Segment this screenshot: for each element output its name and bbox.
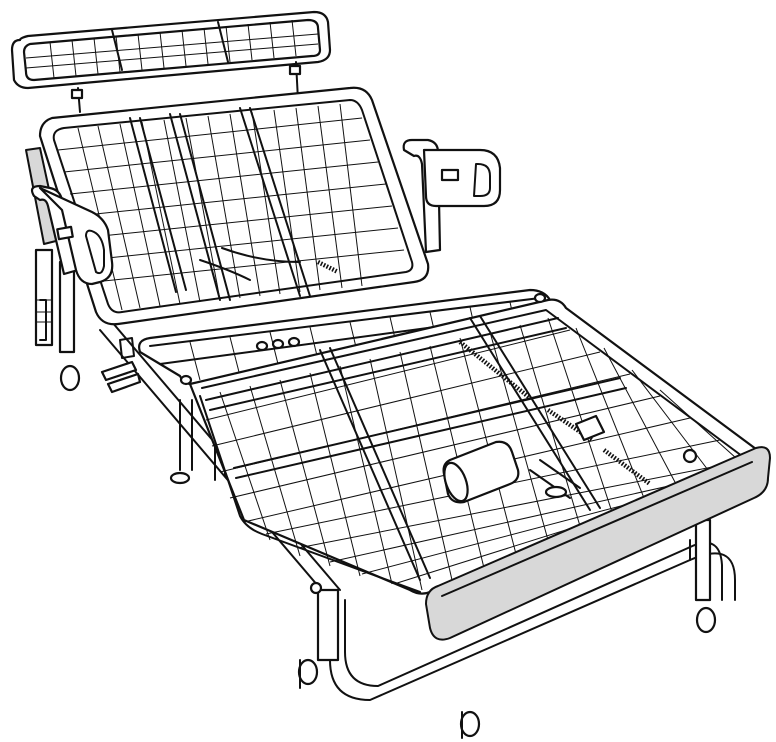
caster-wheels: [59, 364, 717, 739]
back-mesh-grid: [57, 103, 405, 311]
caster-wheel: [459, 710, 481, 738]
side-rail-left: [30, 184, 114, 341]
leg-section: [188, 298, 762, 595]
caster-wheel: [695, 606, 717, 634]
side-rail-right: [402, 138, 502, 254]
headboard: [10, 10, 332, 113]
caster-wheel: [169, 471, 191, 485]
caster-wheel: [59, 364, 81, 392]
footboard: [425, 446, 771, 641]
caster-wheel: [297, 658, 319, 686]
pedal-and-fittings: [100, 292, 547, 595]
back-section: [25, 86, 430, 326]
